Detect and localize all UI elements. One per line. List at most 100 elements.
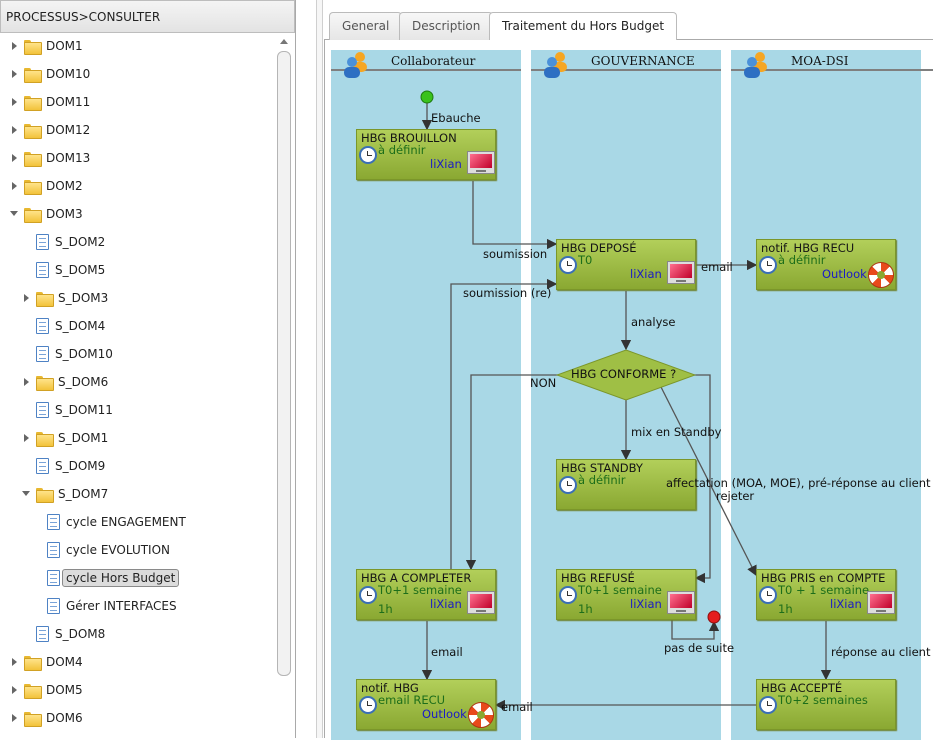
tree-folder-item[interactable]: S_DOM3	[22, 286, 108, 310]
expand-right-icon[interactable]	[10, 125, 20, 135]
state-hbg-refuse[interactable]: HBG REFUSÉ T0+1 semaine 1h liXian	[556, 569, 696, 620]
transition-label-affectation[interactable]: affectation (MOA, MOE), pré-réponse au c…	[666, 476, 931, 490]
clock-icon	[759, 586, 777, 604]
start-event-icon[interactable]	[420, 90, 434, 104]
clock-icon	[559, 476, 577, 494]
state-user: Outlook	[422, 707, 467, 721]
tree-folder-item[interactable]: DOM4	[10, 650, 83, 674]
transition-label-rejeter[interactable]: rejeter	[716, 489, 755, 503]
state-notif-hbg-recu[interactable]: notif. HBG RECU à définir Outlook	[756, 239, 896, 290]
tree-folder-item[interactable]: S_DOM1	[22, 426, 108, 450]
state-title: HBG STANDBY	[561, 461, 643, 475]
people-icon	[744, 52, 767, 78]
tab-general[interactable]: General	[329, 12, 403, 40]
folder-icon	[24, 655, 42, 671]
decision-label: HBG CONFORME ?	[571, 367, 677, 381]
workflow-panel: General Description Traitement du Hors B…	[324, 0, 933, 740]
expand-right-icon[interactable]	[10, 181, 20, 191]
state-hbg-a-completer[interactable]: HBG A COMPLETER T0+1 semaine 1h liXian	[356, 569, 496, 620]
tree-folder-item[interactable]: S_DOM6	[22, 370, 108, 394]
expand-right-icon[interactable]	[22, 377, 32, 387]
tree-folder-item[interactable]: DOM6	[10, 706, 83, 730]
spacer	[22, 461, 32, 471]
clock-icon	[359, 586, 377, 604]
document-icon	[36, 234, 49, 250]
tree-item-label: S_DOM9	[55, 459, 106, 473]
tree-folder-item[interactable]: S_DOM7	[22, 482, 108, 506]
tree-process-item[interactable]: S_DOM5	[22, 258, 105, 282]
expand-down-icon[interactable]	[10, 209, 20, 219]
transition-label-soumission[interactable]: soumission	[483, 247, 548, 261]
state-user: liXian	[430, 157, 462, 171]
tree-folder-item[interactable]: DOM1	[10, 34, 83, 58]
tab-description[interactable]: Description	[399, 12, 494, 40]
tree-process-item[interactable]: S_DOM10	[22, 342, 113, 366]
expand-right-icon[interactable]	[10, 153, 20, 163]
transition-label-email[interactable]: email	[431, 645, 463, 659]
tree-item-label: DOM13	[46, 151, 91, 165]
document-icon	[36, 458, 49, 474]
tree-item-label: S_DOM8	[55, 627, 106, 641]
tree-folder-item[interactable]: DOM3	[10, 202, 83, 226]
lane-title-collaborateur: Collaborateur	[391, 54, 476, 68]
transition-label-email[interactable]: email	[501, 700, 533, 714]
transition-label-analyse[interactable]: analyse	[631, 315, 676, 329]
tree-process-item[interactable]: S_DOM9	[22, 454, 105, 478]
expand-right-icon[interactable]	[10, 713, 20, 723]
state-hbg-pris-en-compte[interactable]: HBG PRIS en COMPTE T0 + 1 semaine 1h liX…	[756, 569, 896, 620]
monitor-icon	[667, 591, 695, 614]
state-notif-hbg[interactable]: notif. HBG email RECU Outlook	[356, 679, 496, 730]
tree-process-item[interactable]: S_DOM4	[22, 314, 105, 338]
tree-process-item[interactable]: Gérer INTERFACES	[33, 594, 177, 618]
tree-folder-item[interactable]: DOM13	[10, 146, 90, 170]
expand-right-icon[interactable]	[10, 657, 20, 667]
transition-label-reponse-client[interactable]: réponse au client	[831, 645, 931, 659]
transition-label-mix-standby[interactable]: mix en Standby	[631, 425, 722, 439]
transition-label-non[interactable]: NON	[530, 376, 557, 390]
tree-process-item[interactable]: S_DOM8	[22, 622, 105, 646]
decision-hbg-conforme[interactable]	[556, 349, 696, 401]
state-hbg-standby[interactable]: HBG STANDBY à définir	[556, 459, 696, 510]
document-icon	[36, 318, 49, 334]
expand-right-icon[interactable]	[10, 97, 20, 107]
document-icon	[47, 598, 60, 614]
document-icon	[47, 570, 60, 586]
transition-label-email[interactable]: email	[701, 260, 733, 274]
expand-down-icon[interactable]	[22, 489, 32, 499]
state-hbg-accepte[interactable]: HBG ACCEPTÉ T0+2 semaines	[756, 679, 896, 730]
expand-right-icon[interactable]	[10, 69, 20, 79]
tab-traitement-hors-budget[interactable]: Traitement du Hors Budget	[489, 12, 678, 41]
expand-right-icon[interactable]	[22, 433, 32, 443]
end-event-icon[interactable]	[707, 610, 721, 624]
tree-folder-item[interactable]: DOM5	[10, 678, 83, 702]
tree-item-label: DOM11	[46, 95, 91, 109]
spacer	[22, 349, 32, 359]
expand-right-icon[interactable]	[10, 685, 20, 695]
spacer	[22, 321, 32, 331]
tree-process-item[interactable]: S_DOM2	[22, 230, 105, 254]
transition-label-ebauche[interactable]: Ebauche	[431, 111, 481, 125]
tree-process-item[interactable]: cycle Hors Budget	[33, 566, 180, 590]
lane-divider	[531, 69, 721, 71]
tree-process-item[interactable]: S_DOM11	[22, 398, 113, 422]
transition-label-soumission-re[interactable]: soumission (re)	[463, 286, 552, 300]
expand-right-icon[interactable]	[10, 41, 20, 51]
tree-folder-item[interactable]: DOM10	[10, 62, 90, 86]
transition-label-pas-de-suite[interactable]: pas de suite	[664, 641, 735, 655]
spacer	[33, 601, 43, 611]
expand-right-icon[interactable]	[22, 293, 32, 303]
tree-process-item[interactable]: cycle ENGAGEMENT	[33, 510, 186, 534]
tree-scrollbar[interactable]	[276, 33, 293, 738]
panel-splitter[interactable]	[316, 0, 323, 738]
tree-process-item[interactable]: cycle EVOLUTION	[33, 538, 170, 562]
scroll-up-arrow-icon[interactable]	[280, 39, 288, 44]
state-hbg-depose[interactable]: HBG DEPOSÉ T0 liXian	[556, 239, 696, 290]
tree-folder-item[interactable]: DOM12	[10, 118, 90, 142]
lane-divider	[331, 69, 521, 71]
folder-icon	[24, 67, 42, 83]
scroll-thumb[interactable]	[277, 51, 291, 676]
folder-icon	[36, 431, 54, 447]
tree-folder-item[interactable]: DOM11	[10, 90, 90, 114]
tree-folder-item[interactable]: DOM2	[10, 174, 83, 198]
state-hbg-brouillon[interactable]: HBG BROUILLON à définir liXian	[356, 129, 496, 180]
